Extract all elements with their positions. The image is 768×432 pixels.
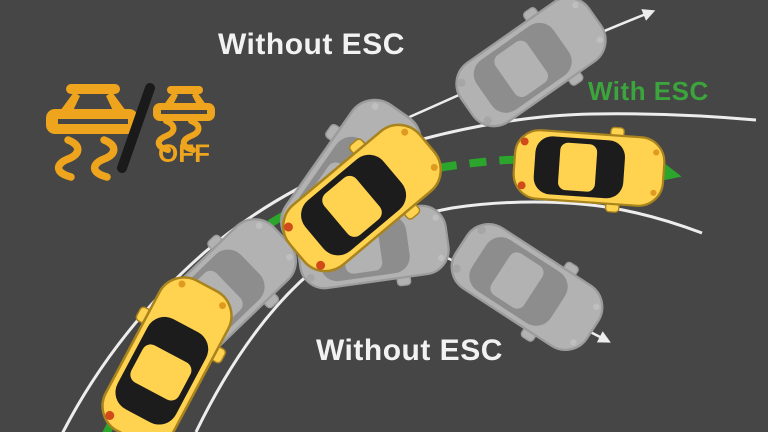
car-no-esc-top [441, 0, 621, 144]
esc-warning-icon [46, 84, 138, 181]
slash-divider [117, 83, 155, 173]
without-esc-top-label: Without ESC [218, 28, 405, 61]
esc-off-warning-icon: OFF [153, 86, 215, 168]
esc-off-label: OFF [158, 140, 210, 168]
with-esc-label: With ESC [588, 76, 709, 106]
without-esc-bottom-label: Without ESC [316, 334, 503, 367]
